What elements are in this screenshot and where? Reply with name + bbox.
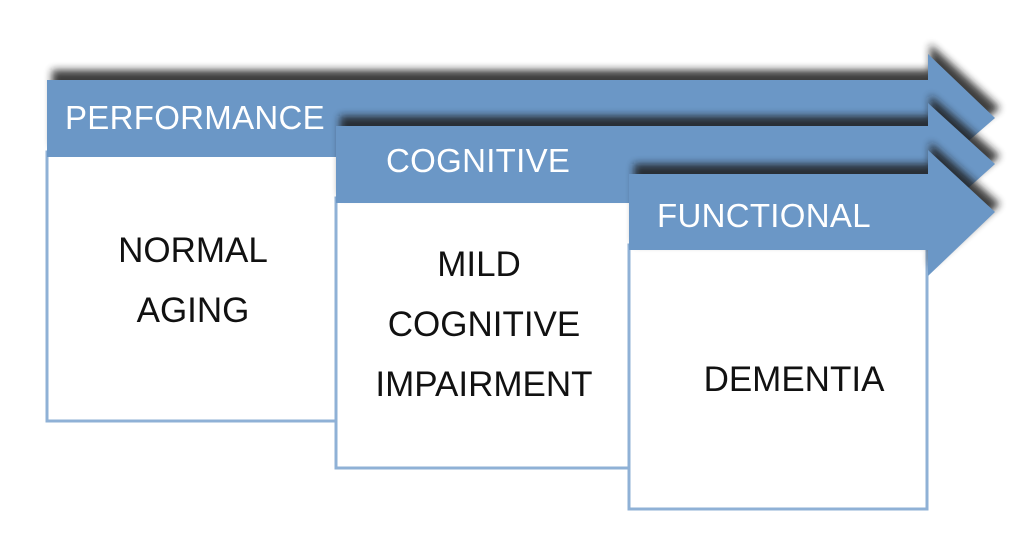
- band-label-performance: PERFORMANCE: [65, 99, 325, 136]
- band-label-cognitive: COGNITIVE: [386, 142, 571, 179]
- stage-box-dementia: [627, 243, 929, 511]
- stage-text-mci: MILD COGNITIVE IMPAIRMENT: [336, 235, 632, 415]
- band-label-functional: FUNCTIONAL: [657, 197, 871, 234]
- stage-text-line: COGNITIVE: [387, 305, 581, 344]
- stage-text-line: AGING: [136, 291, 250, 330]
- stage-text-line: IMPAIRMENT: [375, 365, 593, 404]
- stage-text-line: MILD: [437, 245, 521, 284]
- stage-text-line: DEMENTIA: [703, 360, 885, 399]
- stage-text-normal-aging: NORMAL AGING: [47, 221, 339, 341]
- stage-text-line: NORMAL: [118, 231, 268, 270]
- stage-text-dementia: DEMENTIA: [660, 350, 928, 410]
- arrow-band-functional: [629, 150, 995, 276]
- stage-box-normal-aging: [45, 150, 341, 423]
